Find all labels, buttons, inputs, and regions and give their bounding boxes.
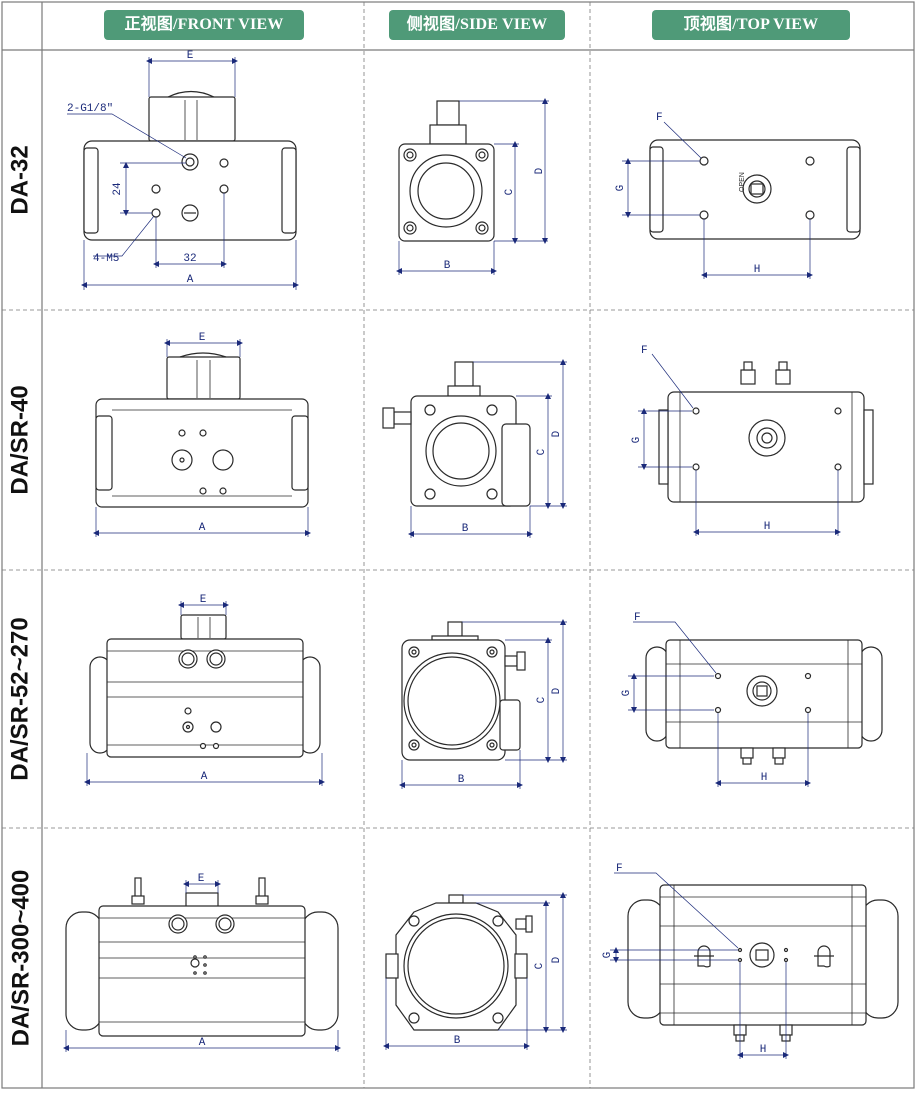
dim-32-front-da-32: 32 [183, 253, 196, 265]
dim-h-top-da-sr-40: H [764, 521, 771, 533]
dim-a-front-da-32: A [187, 274, 194, 286]
side-view-da-32 [398, 100, 495, 242]
dim-d-side-da-sr-40: D [551, 430, 563, 437]
dim-d-side-da-sr-300-400: D [551, 956, 563, 963]
dim-f-top-da-sr-300-400: F [616, 863, 623, 875]
dim-e-front-da-32: E [187, 50, 194, 62]
dim-a-front-da-sr-52-270: A [201, 771, 208, 783]
dim-e-front-da-sr-52-270: E [200, 594, 207, 606]
dim-b-side-da-32: B [444, 260, 451, 272]
dim-d-side-da-sr-52-270: D [551, 687, 563, 694]
top-dims-da-sr-300-400 [610, 872, 789, 1059]
front-view-da-sr-300-400 [65, 877, 339, 1037]
dim-g-top-da-32: G [615, 185, 627, 192]
front-dims-da-sr-52-270 [84, 601, 325, 786]
top-dims-da-sr-52-270 [628, 621, 811, 787]
top-view-da-sr-52-270 [645, 639, 883, 765]
top-view-da-32 [649, 139, 861, 240]
dim-f-top-da-32: F [656, 112, 663, 124]
top-open-mark-da-32: OPEN [739, 172, 746, 192]
dim-b-side-da-sr-40: B [462, 523, 469, 535]
dim-g18-front-da-32: 2-G1/8" [67, 103, 113, 115]
header-top-view: 顶视图/TOP VIEW [652, 10, 850, 40]
top-dims-da-32 [622, 121, 813, 279]
header-side-view: 侧视图/SIDE VIEW [389, 10, 565, 40]
dim-f-top-da-sr-40: F [641, 345, 648, 357]
front-view-da-sr-40 [95, 352, 309, 508]
dim-c-side-da-sr-300-400: C [534, 962, 546, 969]
dim-b-side-da-sr-52-270: B [458, 774, 465, 786]
dim-g-top-da-sr-300-400: G [602, 952, 614, 959]
front-dims-da-32 [67, 57, 299, 290]
dim-a-front-da-sr-40: A [199, 522, 206, 534]
header-front-view: 正视图/FRONT VIEW [104, 10, 304, 40]
dim-a-front-da-sr-300-400: A [199, 1037, 206, 1049]
dim-c-side-da-32: C [504, 188, 516, 195]
front-view-da-sr-52-270 [89, 614, 321, 758]
side-dims-da-sr-40 [408, 359, 567, 538]
front-view-da-32 [83, 90, 297, 241]
side-view-da-sr-40 [382, 361, 531, 507]
side-view-da-sr-300-400 [385, 894, 533, 1031]
side-dims-da-32 [396, 98, 549, 275]
dim-b-side-da-sr-300-400: B [454, 1035, 461, 1047]
dim-h-top-da-sr-300-400: H [760, 1044, 767, 1056]
dim-m5-front-da-32: 4-M5 [93, 253, 119, 265]
top-view-da-sr-40 [658, 361, 874, 503]
dim-g-top-da-sr-40: G [631, 437, 643, 444]
side-dims-da-sr-300-400 [383, 892, 567, 1050]
dim-e-front-da-sr-40: E [199, 332, 206, 344]
dim-h-top-da-sr-52-270: H [761, 772, 768, 784]
dim-f-top-da-sr-52-270: F [634, 612, 641, 624]
dim-h-top-da-32: H [754, 264, 761, 276]
dim-c-side-da-sr-52-270: C [536, 696, 548, 703]
dim-24-front-da-32: 24 [112, 182, 124, 196]
dim-d-side-da-32: D [534, 167, 546, 174]
front-dims-da-sr-300-400 [63, 880, 341, 1052]
dim-g-top-da-sr-52-270: G [621, 690, 633, 697]
top-dims-da-sr-40 [638, 353, 841, 536]
side-dims-da-sr-52-270 [399, 619, 567, 789]
dim-e-front-da-sr-300-400: E [198, 873, 205, 885]
side-view-da-sr-52-270 [401, 621, 526, 761]
top-view-da-sr-300-400 [627, 884, 899, 1042]
front-dims-da-sr-40 [93, 339, 311, 537]
dim-c-side-da-sr-40: C [536, 448, 548, 455]
